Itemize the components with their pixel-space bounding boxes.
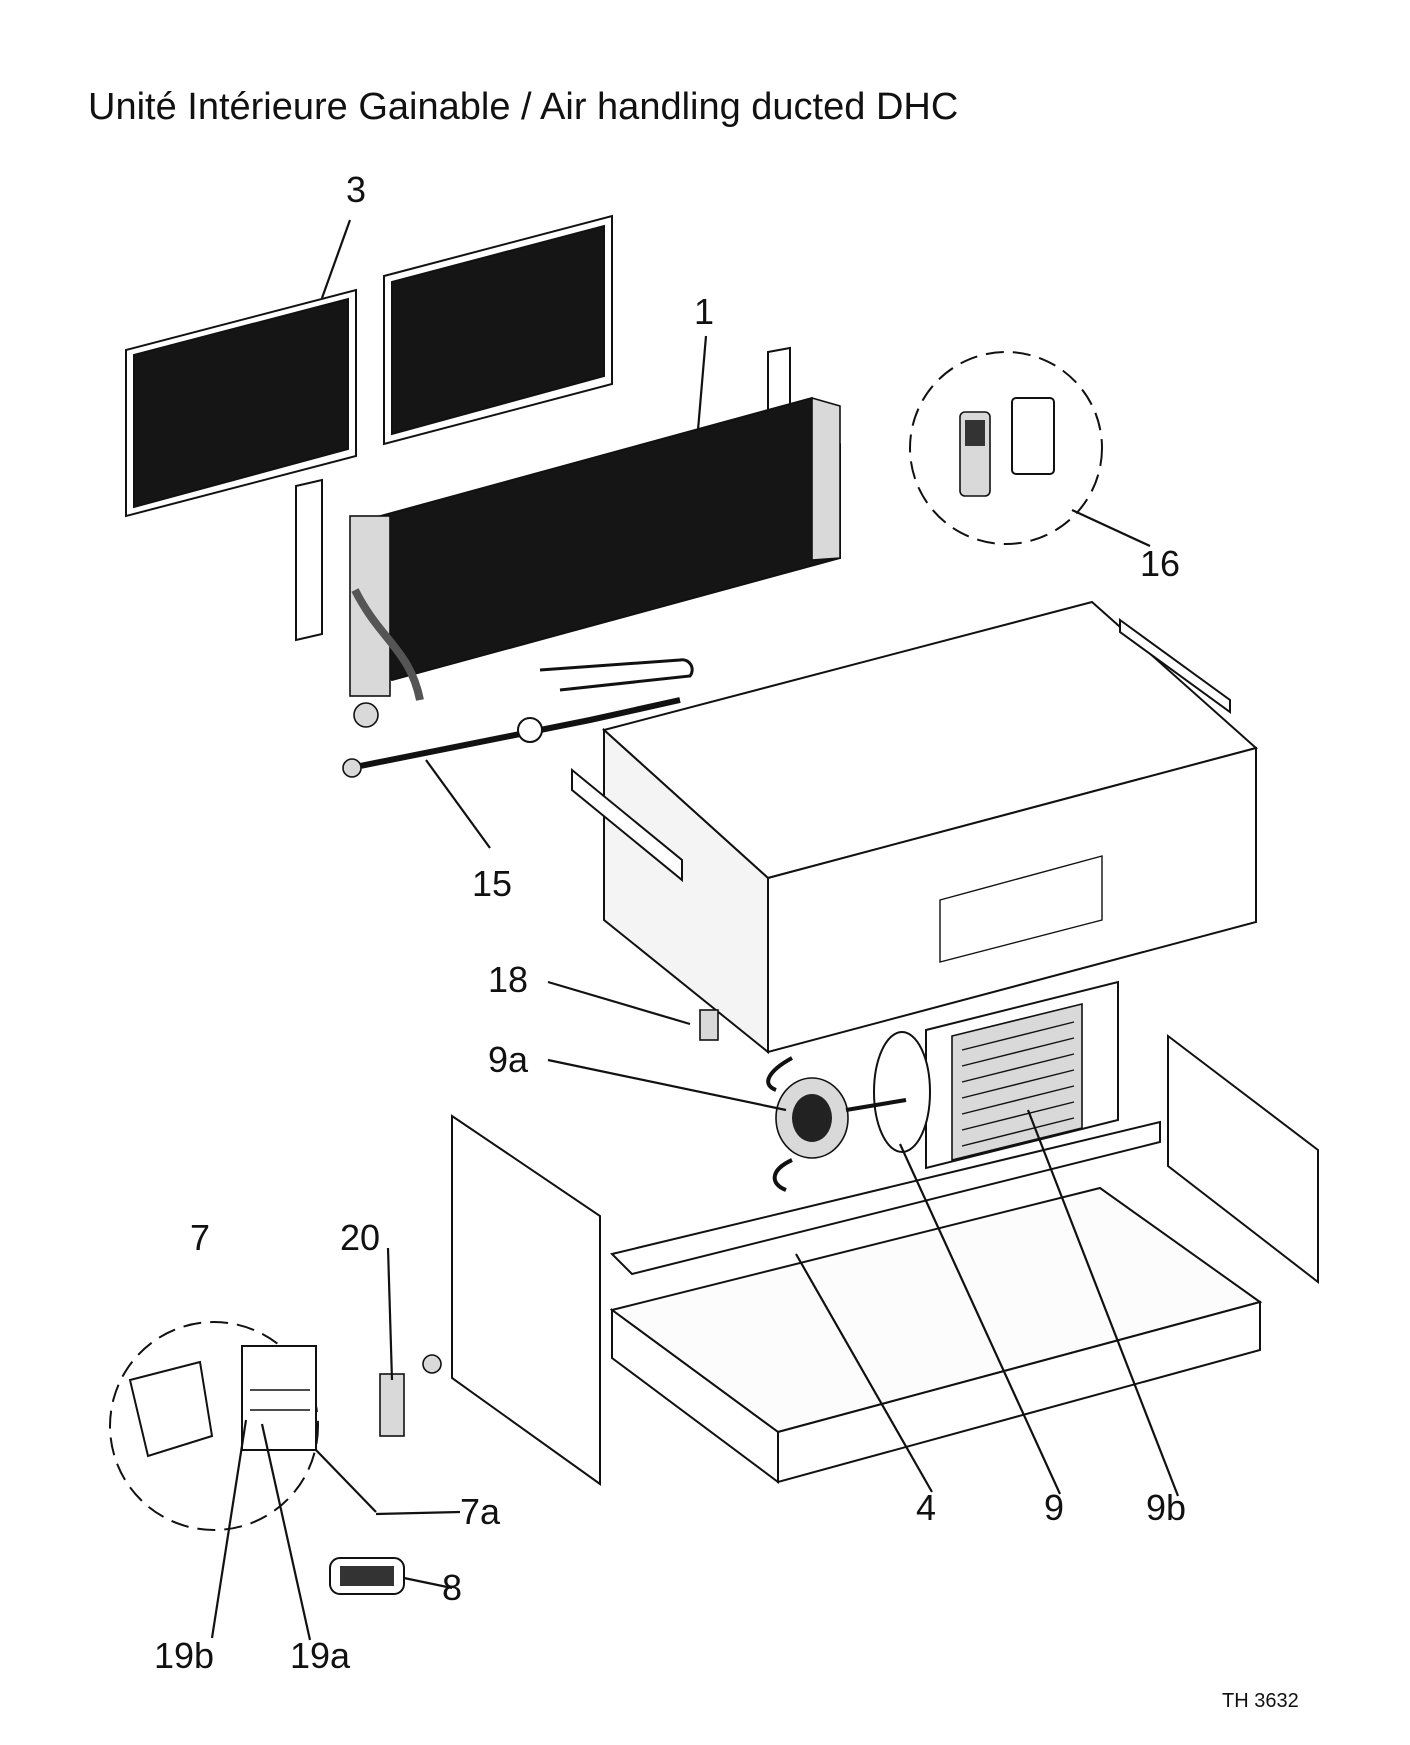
callout-1: 1 <box>694 291 714 332</box>
remote-holder-icon <box>1011 397 1055 475</box>
fan-motor <box>766 1056 907 1192</box>
diagram-title: Unité Intérieure Gainable / Air handling… <box>88 86 959 128</box>
display-unit <box>329 1557 405 1595</box>
evaporator-coil <box>295 346 841 728</box>
control-board <box>241 1345 317 1451</box>
part-18 <box>699 1009 719 1041</box>
leader-lines <box>210 219 1180 1641</box>
air-filter-right <box>383 214 613 446</box>
callout-19b: 19b <box>154 1635 214 1676</box>
part-20-pump <box>379 1354 442 1437</box>
callout-9: 9 <box>1044 1487 1064 1528</box>
callout-19a: 19a <box>290 1635 351 1676</box>
electrical-box-group <box>109 1321 319 1531</box>
blower-housing <box>873 980 1119 1170</box>
side-panel-right <box>1167 1033 1319 1285</box>
side-panel-left <box>451 1114 601 1486</box>
drain-tray <box>609 1120 1263 1484</box>
electrical-cover <box>128 1360 214 1458</box>
air-filter-left <box>125 288 357 518</box>
unit-cabinet <box>571 600 1259 1055</box>
callout-9a: 9a <box>488 1039 529 1080</box>
callout-15: 15 <box>472 863 512 904</box>
callout-7: 7 <box>190 1217 210 1258</box>
callout-3: 3 <box>346 169 366 210</box>
callout-20: 20 <box>340 1217 380 1258</box>
callout-18: 18 <box>488 959 528 1000</box>
drawing-reference: TH 3632 <box>1222 1690 1299 1712</box>
blower-wheel-lines <box>961 1021 1075 1147</box>
callout-9b: 9b <box>1146 1487 1186 1528</box>
callout-16: 16 <box>1140 543 1180 584</box>
callout-4: 4 <box>916 1487 936 1528</box>
callout-7a: 7a <box>460 1491 501 1532</box>
pipe-assembly <box>342 697 681 778</box>
callout-8: 8 <box>442 1567 462 1608</box>
remote-control-group <box>909 351 1103 545</box>
